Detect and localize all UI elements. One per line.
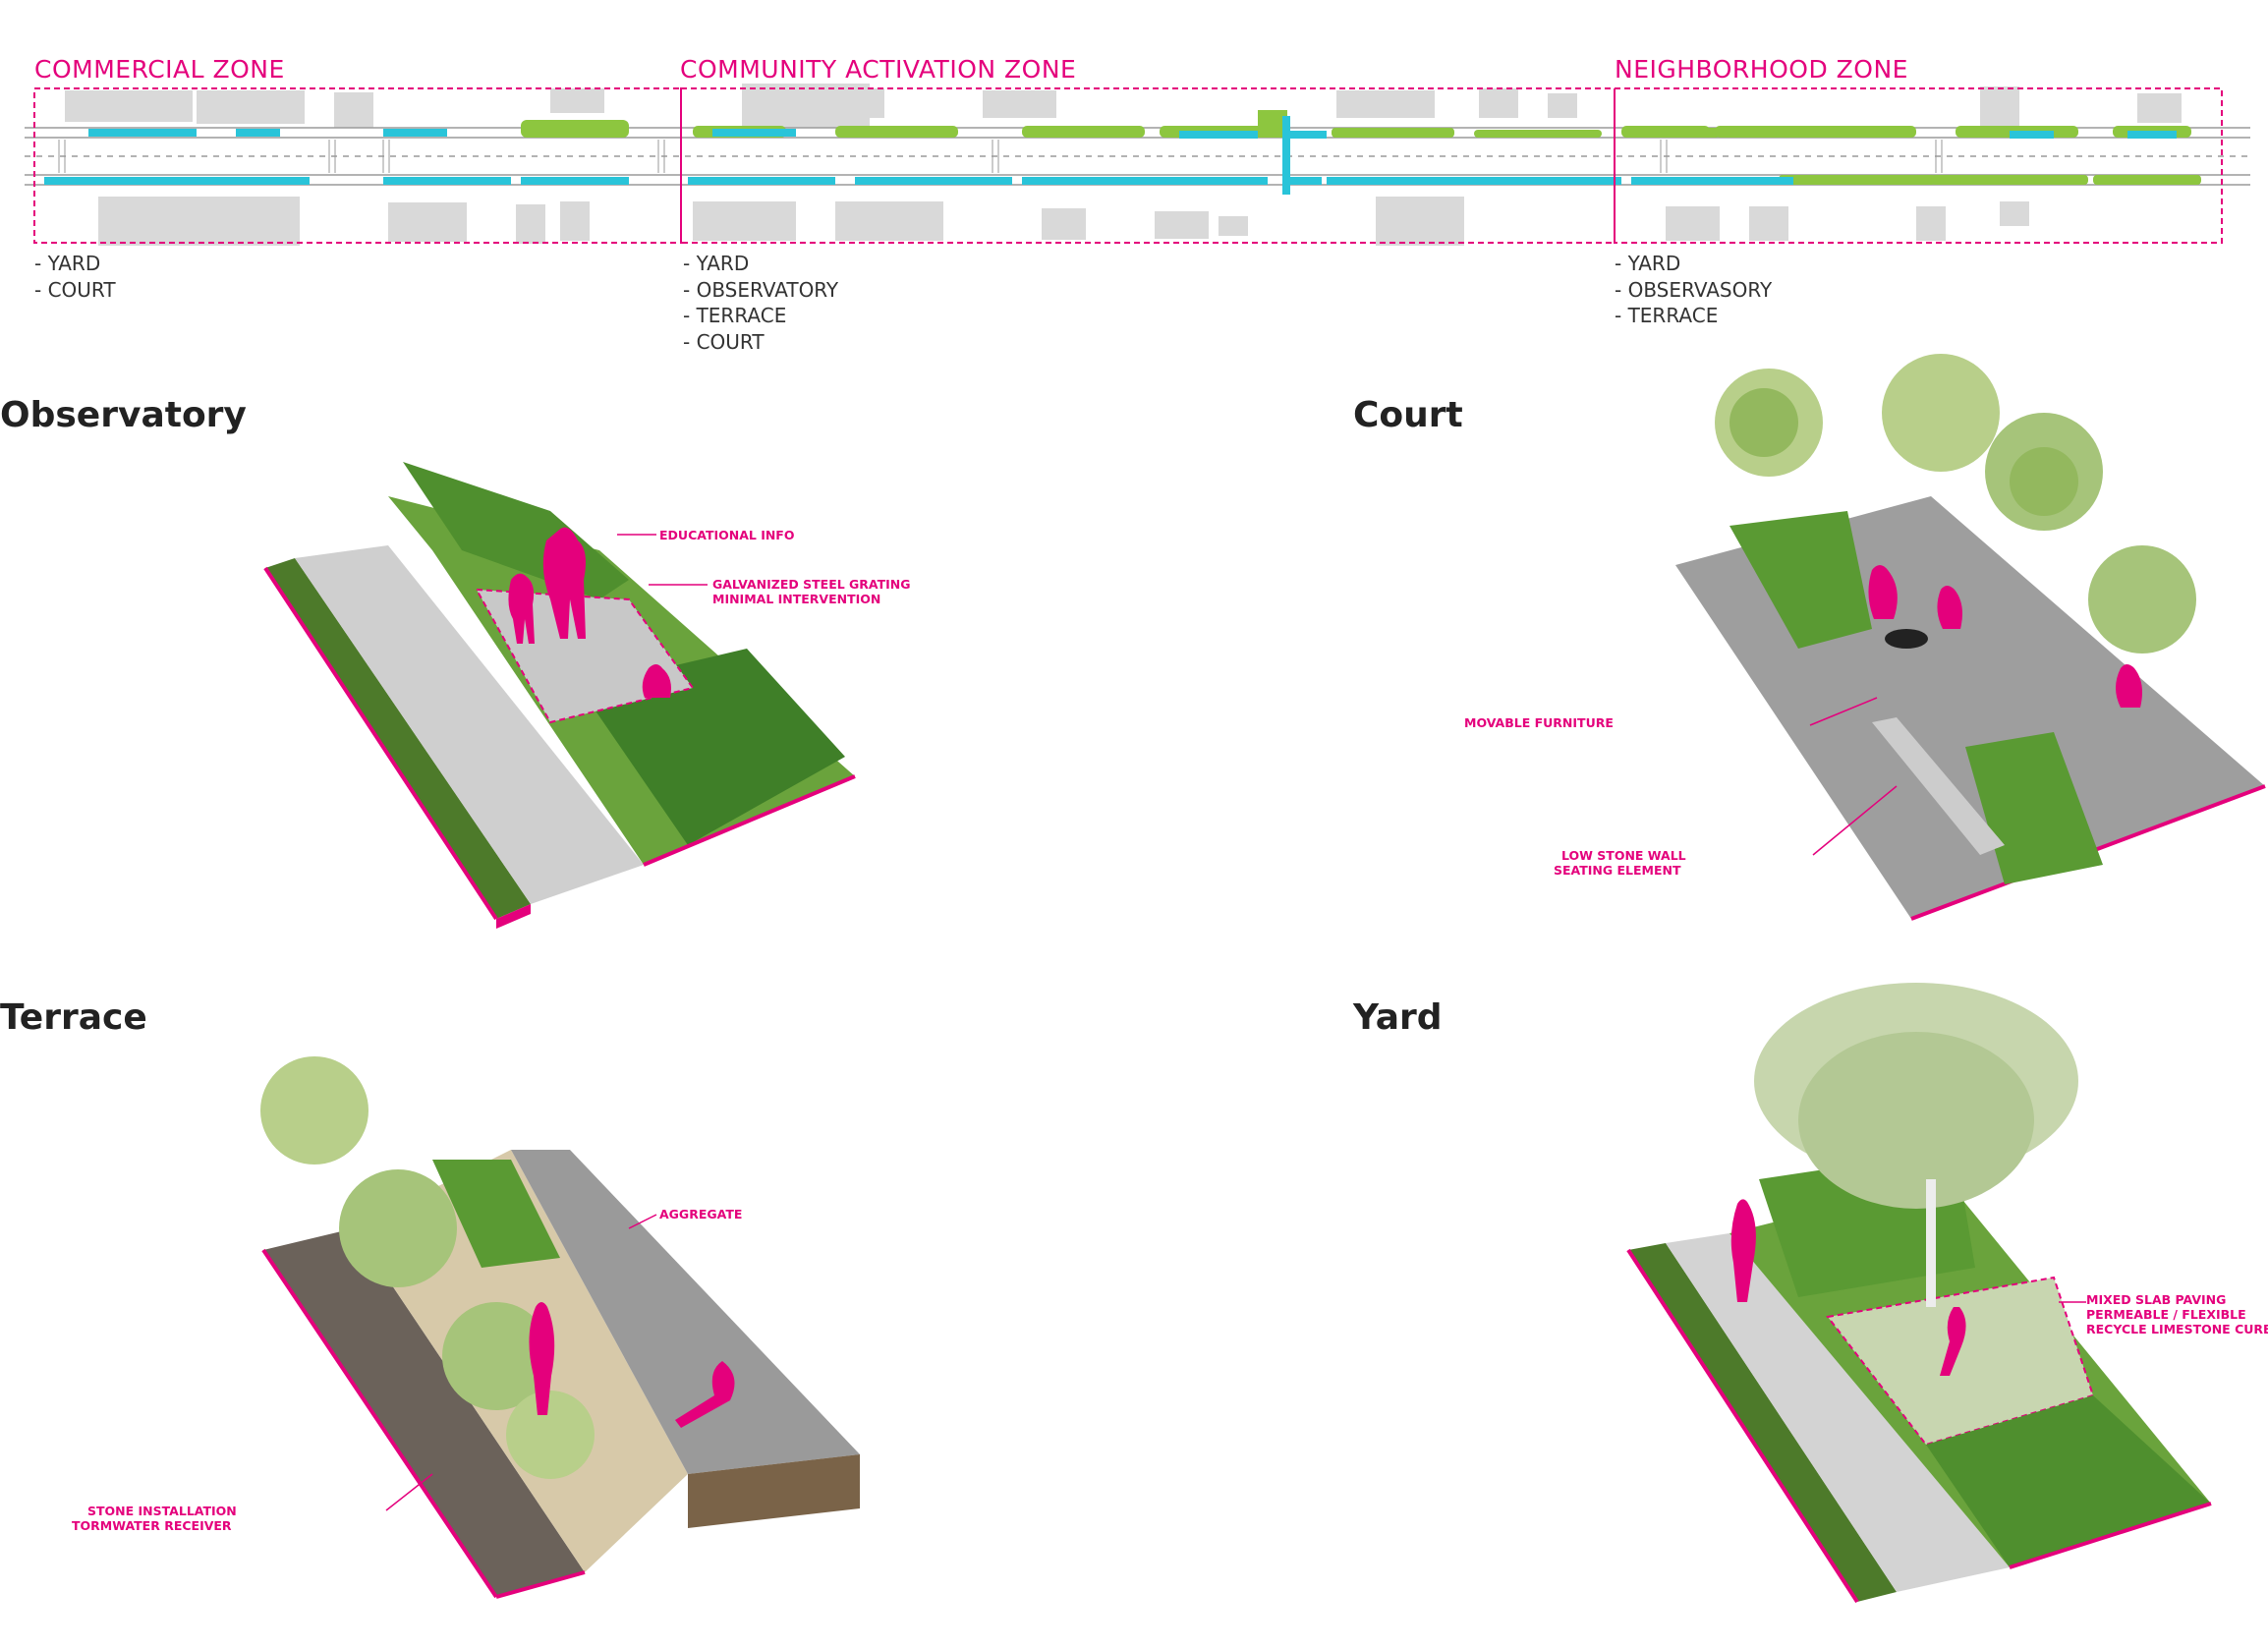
section-title-court: Court bbox=[1353, 395, 1463, 435]
crosswalks bbox=[58, 140, 1943, 173]
callout-stone-installation: STONE INSTALLATION bbox=[87, 1504, 237, 1518]
callout-galvanized-steel-grating: GALVANIZED STEEL GRATING bbox=[712, 577, 911, 592]
zone-type-item: - YARD bbox=[1615, 252, 1681, 275]
callout-seating-element: SEATING ELEMENT bbox=[1554, 863, 1681, 878]
zone-title-community-activation: COMMUNITY ACTIVATION ZONE bbox=[680, 55, 1077, 84]
zone-types-neighborhood: - YARD - OBSERVASORY - TERRACE bbox=[1615, 251, 1772, 329]
street-plan bbox=[25, 84, 2250, 246]
zone-type-item: - COURT bbox=[34, 277, 116, 302]
water-strips bbox=[44, 116, 2177, 195]
zone-type-item: - YARD bbox=[683, 252, 750, 275]
section-title-observatory: Observatory bbox=[0, 395, 247, 435]
callout-stormwater-receiver: TORMWATER RECEIVER bbox=[72, 1518, 232, 1533]
zone-type-item: - TERRACE bbox=[683, 304, 787, 327]
zone-type-item: - OBSERVATORY bbox=[683, 277, 839, 302]
callout-movable-furniture: MOVABLE FURNITURE bbox=[1464, 715, 1614, 730]
section-title-terrace: Terrace bbox=[0, 997, 147, 1038]
zone-type-item: - COURT bbox=[683, 329, 765, 354]
zone-type-item: - OBSERVASORY bbox=[1615, 277, 1773, 302]
callout-educational-info: EDUCATIONAL INFO bbox=[659, 528, 795, 542]
zone-type-item: - YARD bbox=[34, 252, 101, 275]
zone-title-neighborhood: NEIGHBORHOOD ZONE bbox=[1615, 55, 1908, 84]
callout-recycle-limestone-curb: RECYCLE LIMESTONE CURB bbox=[2086, 1322, 2268, 1336]
zone-boundaries bbox=[33, 87, 2223, 244]
zone-title-commercial: COMMERCIAL ZONE bbox=[34, 55, 285, 84]
buildings bbox=[65, 84, 2182, 246]
callout-low-stone-wall: LOW STONE WALL bbox=[1561, 848, 1686, 863]
zone-types-community-activation: - YARD - OBSERVATORY - TERRACE - COURT bbox=[683, 251, 838, 355]
zone-type-item: - TERRACE bbox=[1615, 304, 1719, 327]
section-title-yard: Yard bbox=[1353, 997, 1443, 1038]
callout-minimal-intervention: MINIMAL INTERVENTION bbox=[712, 592, 881, 606]
callout-aggregate: AGGREGATE bbox=[659, 1207, 743, 1222]
zone-types-commercial: - YARD - COURT bbox=[34, 251, 116, 303]
callout-mixed-slab-paving: MIXED SLAB PAVING bbox=[2086, 1292, 2227, 1307]
callout-permeable-flexible: PERMEABLE / FLEXIBLE bbox=[2086, 1307, 2246, 1322]
